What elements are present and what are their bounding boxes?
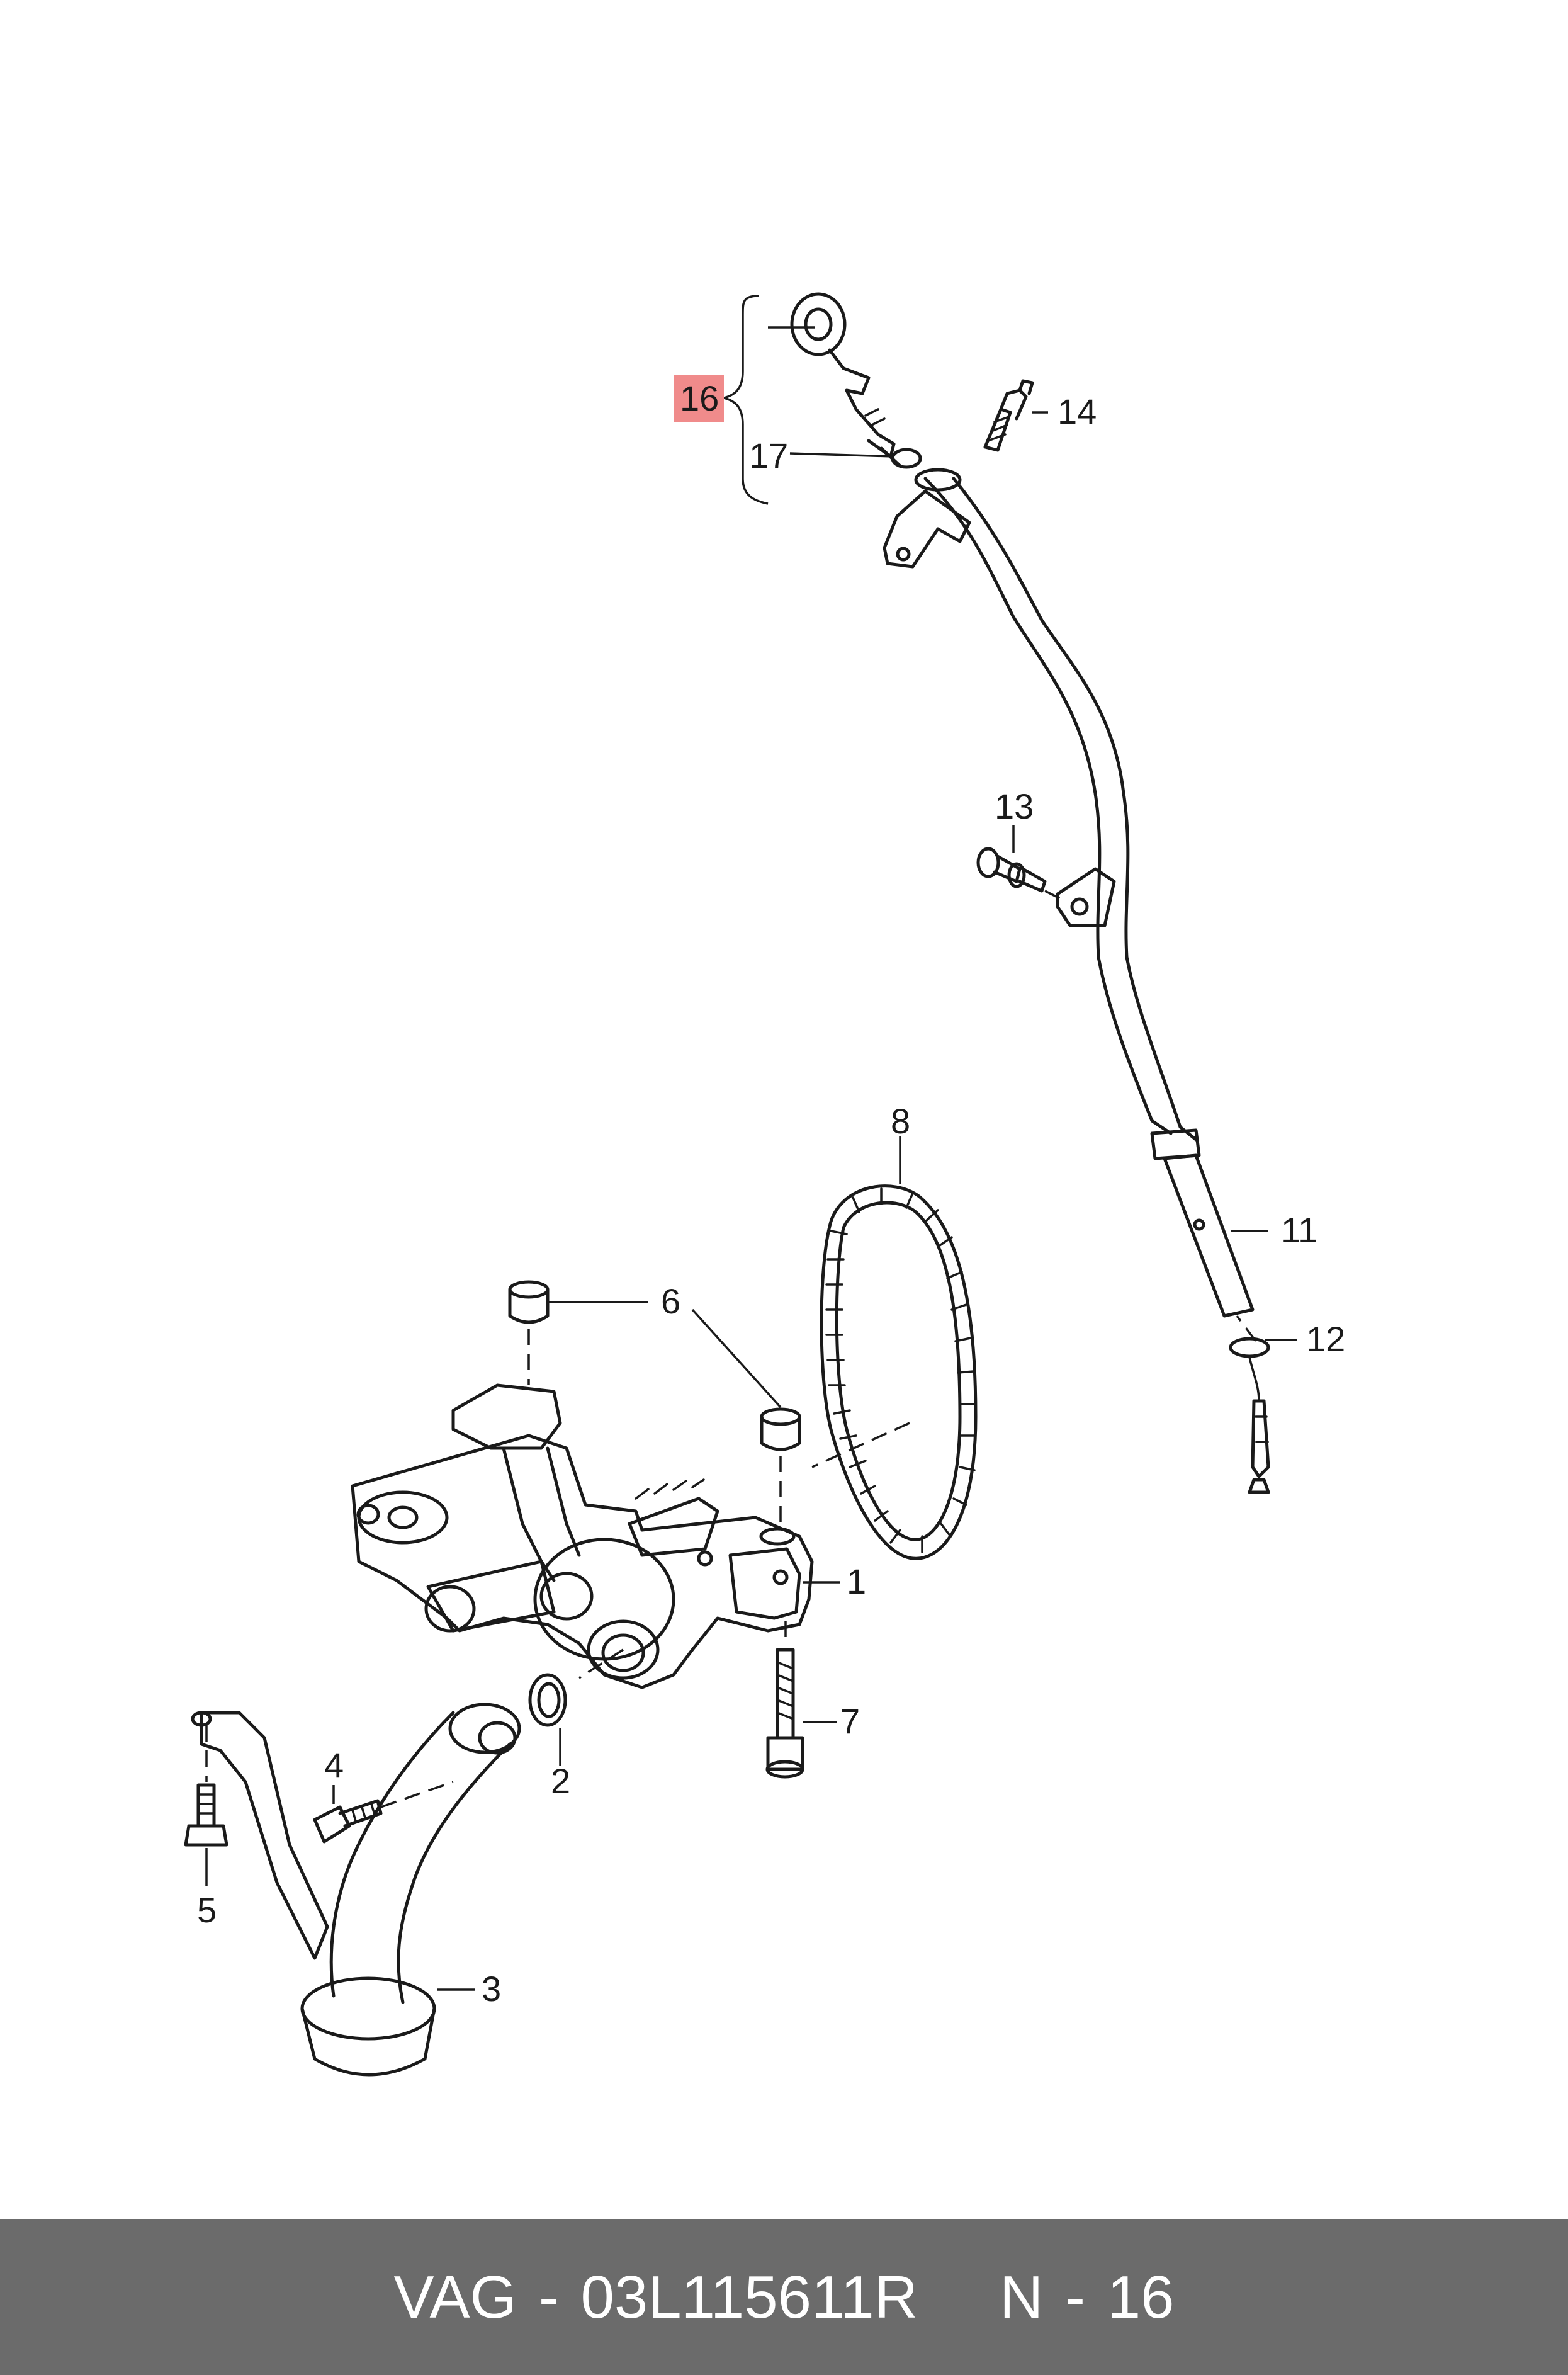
callout-3: 3	[482, 1969, 501, 2009]
callout-1: 1	[847, 1562, 866, 1601]
dipstick-guide-tube	[883, 468, 1255, 1318]
part-number-label: VAG - 03L115611R	[393, 2264, 918, 2331]
bolt-14	[983, 379, 1034, 452]
sleeve-6b	[760, 1407, 801, 1451]
page-ref-label: N - 16	[1000, 2264, 1175, 2331]
callout-14: 14	[1058, 392, 1097, 431]
callout-6: 6	[661, 1281, 680, 1321]
callout-13: 13	[995, 786, 1034, 826]
callout-16: 16	[680, 378, 719, 418]
oil-pickup-pipe-3	[191, 1703, 521, 2077]
oring-12	[1229, 1337, 1270, 1494]
bolt-5	[184, 1783, 228, 1847]
sleeve-6a	[508, 1280, 550, 1324]
callout-12: 12	[1306, 1319, 1345, 1359]
dipstick	[790, 292, 922, 469]
callout-2: 2	[551, 1761, 570, 1801]
oil-pump	[351, 1383, 814, 1689]
footer-bar: VAG - 03L115611R N - 16	[0, 2219, 1568, 2375]
oring-2	[528, 1673, 567, 1727]
callout-8: 8	[891, 1101, 910, 1141]
highlight-box-16	[674, 375, 724, 422]
callout-4: 4	[324, 1745, 344, 1785]
bolt-13	[976, 847, 1047, 893]
callout-11: 11	[1281, 1210, 1317, 1250]
drive-belt-8	[820, 1184, 978, 1560]
parts-diagram: 16 17 14 13 8 11 12 6 1 7 2 4 5 3	[184, 292, 1345, 2077]
bolt-7	[765, 1648, 804, 1779]
callout-17: 17	[749, 436, 788, 475]
callout-5: 5	[197, 1890, 217, 1930]
bolt-4	[313, 1799, 383, 1844]
callout-7: 7	[840, 1701, 860, 1741]
